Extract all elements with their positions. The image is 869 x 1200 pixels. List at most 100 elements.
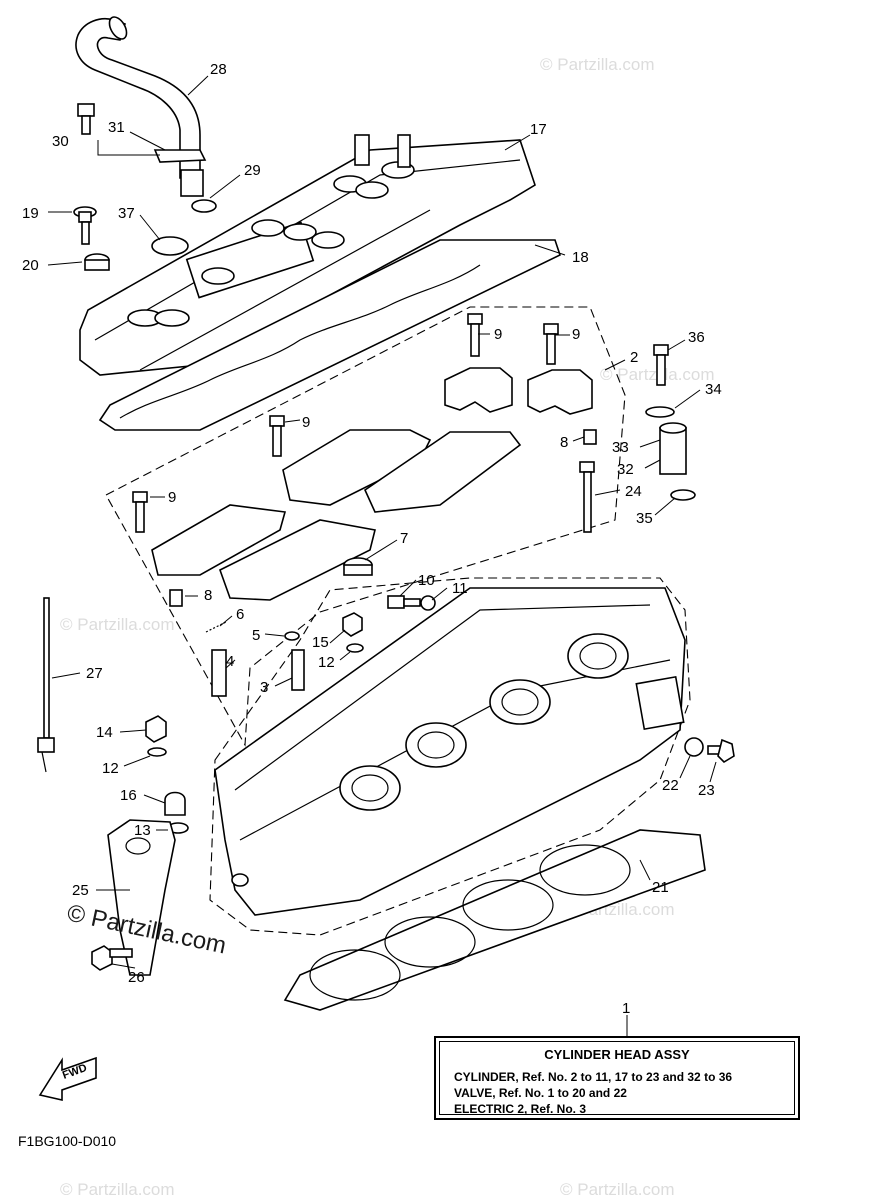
watermark-text: © Partzilla.com xyxy=(560,1180,675,1199)
nut xyxy=(342,612,363,637)
callout-label: 12 xyxy=(102,760,119,777)
callout-label: 32 xyxy=(617,461,634,478)
callout-label: 36 xyxy=(688,329,705,346)
callout-label: 3 xyxy=(260,679,268,696)
washer xyxy=(645,406,675,418)
watermark-text: © Partzilla.com xyxy=(60,615,175,634)
filler-cap xyxy=(343,557,373,576)
callout-label: 8 xyxy=(204,587,212,604)
plug-bolt xyxy=(387,595,421,609)
callout-label: 30 xyxy=(52,133,69,150)
callout-label: 2 xyxy=(630,349,638,366)
cam-cap-large xyxy=(219,519,376,601)
knock-pin xyxy=(583,429,597,445)
cam-cap-bolt xyxy=(132,491,148,533)
callout-label: 23 xyxy=(698,782,715,799)
assembly-outline-upper xyxy=(105,306,626,747)
stud-bolt xyxy=(579,461,595,533)
clamp-bolt xyxy=(77,103,95,135)
head-gasket xyxy=(283,829,706,1011)
callout-label: 22 xyxy=(662,777,679,794)
callout-label: 9 xyxy=(168,489,176,506)
callout-label: 33 xyxy=(612,439,629,456)
sleeve xyxy=(659,422,687,475)
cover-gasket xyxy=(98,239,561,431)
callout-label: 34 xyxy=(705,381,722,398)
callout-label: 29 xyxy=(244,162,261,179)
callout-label: 6 xyxy=(236,606,244,623)
cam-cap-small xyxy=(444,367,513,413)
leader-lines xyxy=(47,75,717,1036)
callout-label: 14 xyxy=(96,724,113,741)
callout-label: 35 xyxy=(636,510,653,527)
cover-grommet xyxy=(84,253,110,271)
callout-label: 4 xyxy=(226,653,234,670)
fwd-arrow: FWD xyxy=(38,1056,97,1102)
callout-label: 9 xyxy=(572,326,580,343)
callout-label: 37 xyxy=(118,205,135,222)
washer xyxy=(346,643,364,653)
assembly-legend-line: ELECTRIC 2, Ref. No. 3 xyxy=(454,1102,587,1116)
cam-cap-bolt xyxy=(269,415,285,457)
callout-label: 21 xyxy=(652,879,669,896)
hose-clamp xyxy=(153,149,207,163)
callout-label: 7 xyxy=(400,530,408,547)
cylinder-head xyxy=(214,587,686,916)
drawing-code: F1BG100-D010 xyxy=(18,1133,117,1149)
assembly-legend-title: CYLINDER HEAD ASSY xyxy=(544,1047,690,1062)
callout-label: 26 xyxy=(128,969,145,986)
callout-label: 28 xyxy=(210,61,227,78)
cam-cap-large xyxy=(363,431,522,513)
callout-labels: 28 30 31 17 29 19 37 18 20 9 9 2 36 9 34… xyxy=(22,61,722,1017)
o-ring xyxy=(191,199,217,213)
callout-label: 31 xyxy=(108,119,125,136)
cap-nut xyxy=(164,791,186,816)
cam-cap-bolt xyxy=(543,323,559,365)
callout-label: 17 xyxy=(530,121,547,138)
cam-cap-large xyxy=(151,504,287,576)
callout-label: 20 xyxy=(22,257,39,274)
cover-bolt xyxy=(73,206,97,245)
callout-label: 10 xyxy=(418,572,435,589)
washer xyxy=(147,747,167,757)
callout-label: 18 xyxy=(572,249,589,266)
valve-guide xyxy=(291,649,305,691)
sealing-washer xyxy=(684,737,704,757)
callout-label: 27 xyxy=(86,665,103,682)
dipstick xyxy=(37,597,55,773)
nut xyxy=(145,715,167,743)
assembly-legend-line: VALVE, Ref. No. 1 to 20 and 22 xyxy=(454,1086,627,1100)
callout-label: 24 xyxy=(625,483,642,500)
cylinder-head-cover xyxy=(79,134,536,376)
valve-guide xyxy=(211,649,227,697)
callout-label: 11 xyxy=(452,580,468,597)
callout-label: 15 xyxy=(312,634,329,651)
assembly-legend-inner: CYLINDER HEAD ASSY CYLINDER, Ref. No. 2 … xyxy=(439,1041,795,1116)
bracket xyxy=(107,819,176,976)
breather-hose xyxy=(75,16,204,197)
callout-label: 12 xyxy=(318,654,335,671)
cam-cap-bolt xyxy=(467,313,483,357)
o-ring xyxy=(670,489,696,501)
callout-label: 9 xyxy=(494,326,502,343)
gasket-washer xyxy=(420,595,436,611)
callout-label: 16 xyxy=(120,787,137,804)
callout-label: 8 xyxy=(560,434,568,451)
callout-label: 9 xyxy=(302,414,310,431)
assembly-legend-line: CYLINDER, Ref. No. 2 to 11, 17 to 23 and… xyxy=(454,1070,733,1084)
assembly-outline-head xyxy=(209,577,691,936)
watermark-text: © Partzilla.com xyxy=(60,1180,175,1199)
circlip xyxy=(284,631,300,641)
callout-label: 25 xyxy=(72,882,89,899)
callout-label: 5 xyxy=(252,627,260,644)
watermark-text: © Partzilla.com xyxy=(540,55,655,74)
plug-cap xyxy=(151,236,189,256)
knock-pin xyxy=(169,589,183,607)
drain-plug xyxy=(707,738,735,764)
cam-cap-small xyxy=(527,369,593,415)
callout-label: 13 xyxy=(134,822,151,839)
callout-label: 19 xyxy=(22,205,39,222)
assembly-legend-box: CYLINDER HEAD ASSY CYLINDER, Ref. No. 2 … xyxy=(434,1036,800,1120)
callout-label: 1 xyxy=(622,1000,630,1017)
